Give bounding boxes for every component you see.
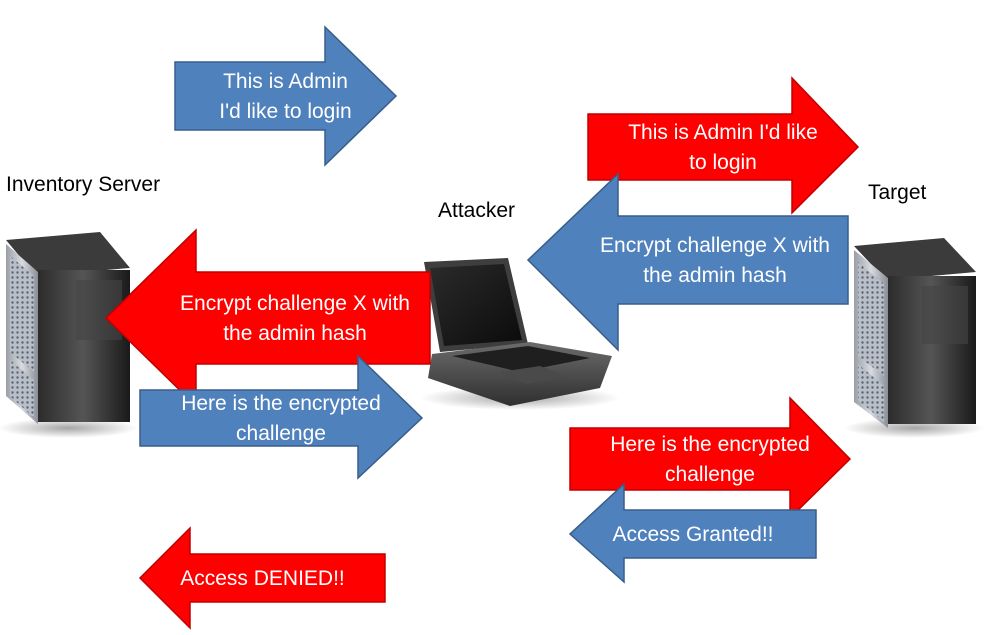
inventory-server-label: Inventory Server (6, 173, 160, 196)
arrow-label-line: This is Admin (223, 70, 348, 93)
arrow-label-line: This is Admin I'd like (628, 121, 818, 144)
arrow-label-line: Access Granted!! (612, 523, 773, 546)
arrow-label-line: challenge (665, 463, 755, 486)
arrow-label-line: the admin hash (223, 322, 367, 345)
arrow-access-denied: Access DENIED!! (138, 526, 386, 630)
laptop-icon-attacker (420, 258, 620, 410)
arrow-label-line: Encrypt challenge X with (180, 292, 410, 315)
arrow-login-to-target: This is Admin I'd like to login (587, 76, 860, 215)
arrow-label-line: the admin hash (643, 264, 787, 287)
arrow-label-line: Here is the encrypted (610, 433, 810, 456)
server-icon-inventory (0, 232, 138, 438)
arrow-shape (139, 354, 424, 480)
arrow-challenge-to-server: Encrypt challenge X with the admin hash (104, 228, 431, 408)
arrow-label-line: Encrypt challenge X with (600, 234, 830, 257)
target-label: Target (868, 181, 927, 204)
arrow-label-line: Access DENIED!! (180, 567, 345, 590)
arrow-response-from-server: Here is the encrypted challenge (139, 354, 424, 480)
arrow-shape (526, 172, 849, 352)
arrow-shape (174, 25, 398, 167)
arrow-shape (569, 396, 852, 520)
arrow-shape (568, 482, 817, 584)
arrow-label-line: to login (689, 151, 757, 174)
arrow-label-line: Here is the encrypted (181, 392, 381, 415)
server-icon-target (844, 238, 984, 438)
arrow-shape (104, 228, 431, 408)
arrow-access-granted: Access Granted!! (568, 482, 817, 584)
arrow-label-line: I'd like to login (219, 100, 351, 123)
arrow-challenge-from-target: Encrypt challenge X with the admin hash (526, 172, 849, 352)
attacker-label: Attacker (438, 199, 515, 222)
arrow-response-to-target: Here is the encrypted challenge (569, 396, 852, 520)
arrow-label-line: challenge (236, 422, 326, 445)
arrow-shape (138, 526, 386, 630)
arrow-shape (587, 76, 860, 215)
